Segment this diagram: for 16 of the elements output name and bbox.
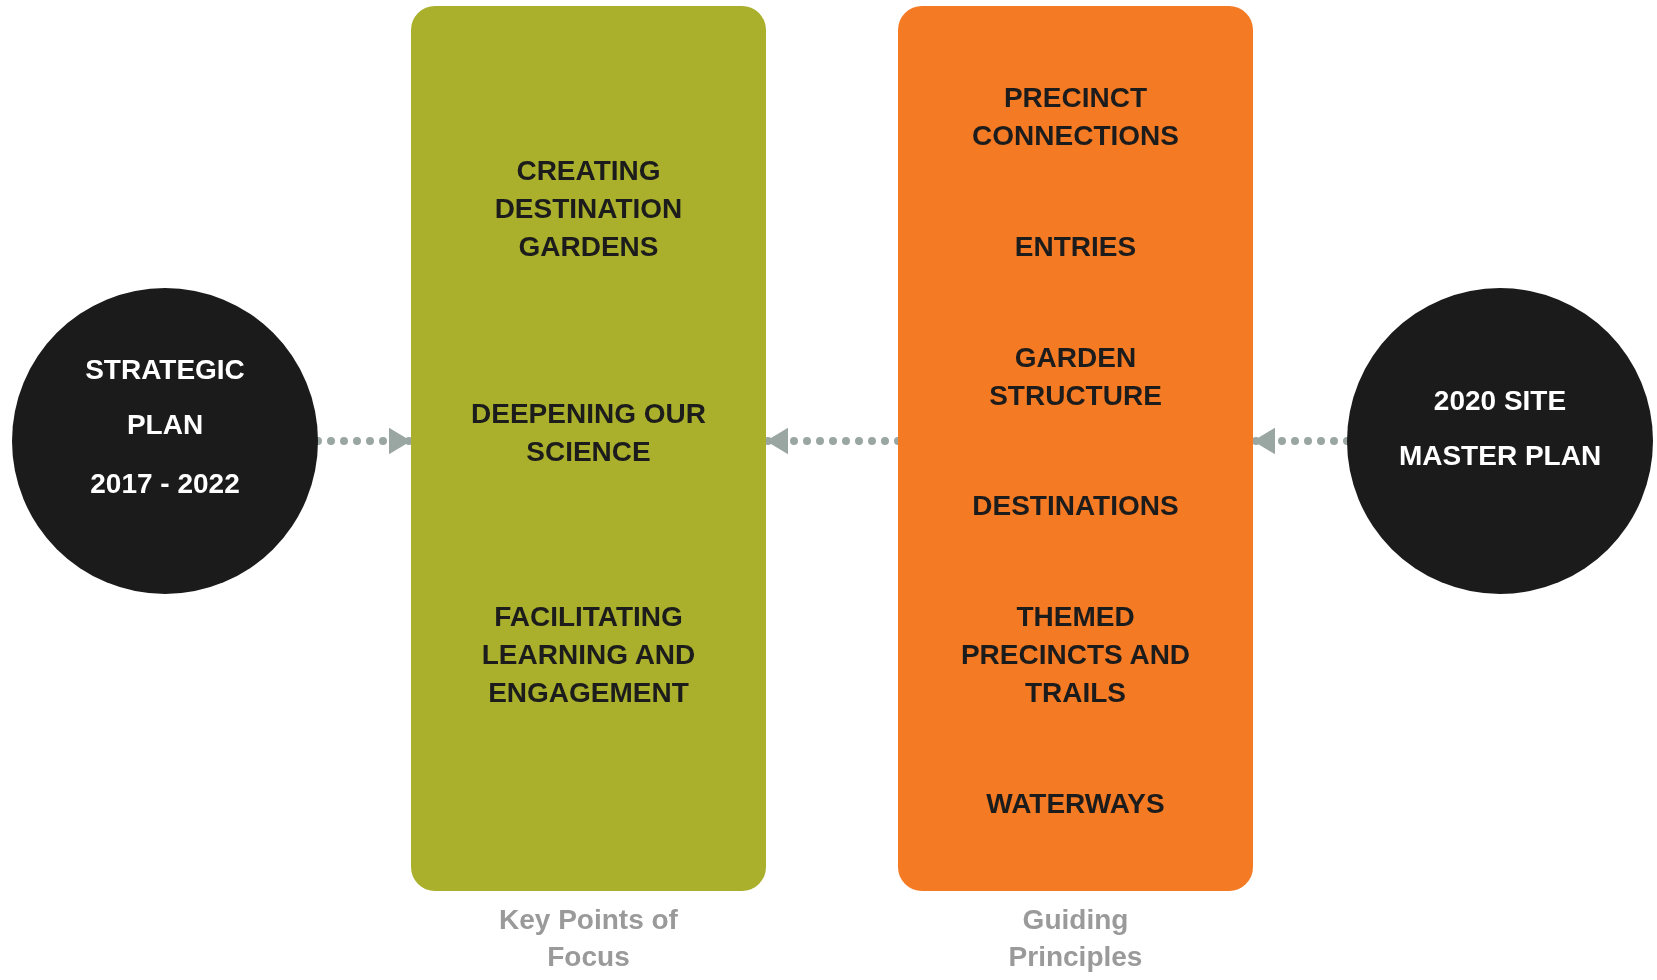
panel-caption: Key Points of Focus	[498, 903, 679, 974]
node-text: PRECINCT CONNECTIONS	[971, 81, 1180, 153]
node-text: THEMED PRECINCTS AND TRAILS	[959, 600, 1192, 710]
panel-caption: Guiding Principles	[1007, 903, 1144, 974]
node-text: 2020 SITE MASTER PLAN	[1397, 384, 1603, 473]
node-text: GARDEN STRUCTURE	[988, 341, 1163, 413]
category-panel	[898, 6, 1253, 891]
node-text: DESTINATIONS	[971, 489, 1180, 523]
node-text: STRATEGIC PLAN	[84, 353, 246, 442]
node-text: 2017 - 2022	[89, 466, 241, 501]
node-text: WATERWAYS	[985, 787, 1166, 821]
category-panel	[411, 6, 766, 891]
node-text: CREATING DESTINATION GARDENS	[493, 154, 684, 264]
node-text: DEEPENING OUR SCIENCE	[470, 397, 707, 469]
node-text: FACILITATING LEARNING AND ENGAGEMENT	[480, 600, 697, 710]
node-text: ENTRIES	[1013, 230, 1138, 264]
